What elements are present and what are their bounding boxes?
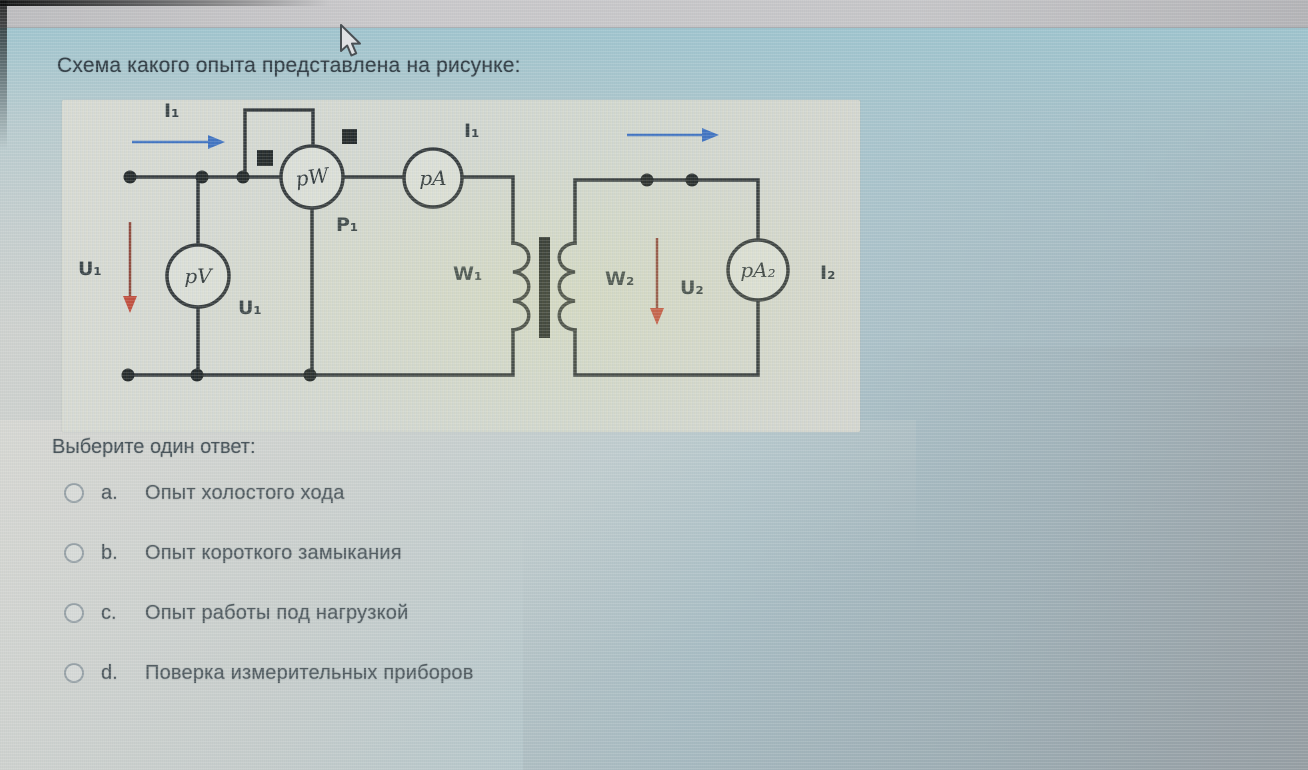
option-text-a[interactable]: Опыт холостого хода	[145, 481, 345, 504]
option-letter-c: c.	[101, 601, 117, 624]
option-text-b[interactable]: Опыт короткого замыкания	[145, 541, 402, 564]
radio-a[interactable]	[64, 483, 84, 503]
mouse-cursor-icon	[340, 24, 361, 57]
transformer-core	[539, 237, 550, 338]
radio-c[interactable]	[64, 603, 84, 623]
wattmeter-polarity-mark-right	[342, 129, 357, 144]
label-i1-primary: I₁	[464, 120, 479, 142]
radio-d[interactable]	[64, 663, 84, 683]
label-u2: U₂	[680, 277, 704, 299]
answer-option-c[interactable]: c. Опыт работы под нагрузкой	[64, 601, 409, 625]
voltmeter-symbol	[165, 243, 231, 309]
label-u1-source: U₁	[78, 258, 102, 280]
label-w1: W₁	[453, 263, 482, 285]
secondary-winding	[557, 241, 577, 332]
label-p1: P₁	[336, 214, 358, 236]
label-i2: I₂	[820, 262, 835, 284]
current-arrow-primary	[132, 135, 225, 149]
ammeter1-symbol	[402, 147, 464, 209]
option-letter-b: b.	[101, 541, 118, 564]
answer-prompt: Выберите один ответ:	[52, 436, 256, 458]
circuit-diagram-panel: pW pA pV pA₂ I₁ U₁	[62, 100, 860, 432]
ammeter1-label: pA	[419, 166, 446, 190]
voltmeter-label: pV	[184, 264, 214, 288]
ammeter2-symbol	[726, 238, 790, 302]
ammeter2-label: pA₂	[740, 258, 775, 282]
option-letter-d: d.	[101, 661, 118, 684]
answer-option-b[interactable]: b. Опыт короткого замыкания	[64, 541, 402, 565]
background-bottom-light	[0, 420, 916, 770]
primary-winding	[511, 241, 531, 332]
label-w2: W₂	[605, 268, 634, 290]
option-text-d[interactable]: Поверка измерительных приборов	[145, 661, 474, 684]
bezel-top-strip	[0, 0, 330, 6]
bezel-left-strip	[0, 0, 7, 150]
junction-dots	[121, 170, 699, 382]
wattmeter-symbol	[279, 144, 345, 210]
question-title: Схема какого опыта представлена на рисун…	[57, 54, 521, 77]
voltage-arrow-u1	[123, 222, 137, 313]
label-i1-source: I₁	[164, 100, 179, 122]
wattmeter-label: pW	[294, 163, 332, 192]
radio-b[interactable]	[64, 543, 84, 563]
current-arrow-secondary	[627, 128, 719, 142]
option-text-c[interactable]: Опыт работы под нагрузкой	[145, 601, 409, 624]
voltage-arrow-u2	[650, 238, 664, 325]
answer-option-d[interactable]: d. Поверка измерительных приборов	[64, 661, 474, 685]
option-letter-a: a.	[101, 481, 118, 504]
answer-option-a[interactable]: a. Опыт холостого хода	[64, 481, 345, 505]
wattmeter-polarity-mark-left	[257, 150, 273, 166]
label-u1-meter: U₁	[238, 297, 262, 319]
